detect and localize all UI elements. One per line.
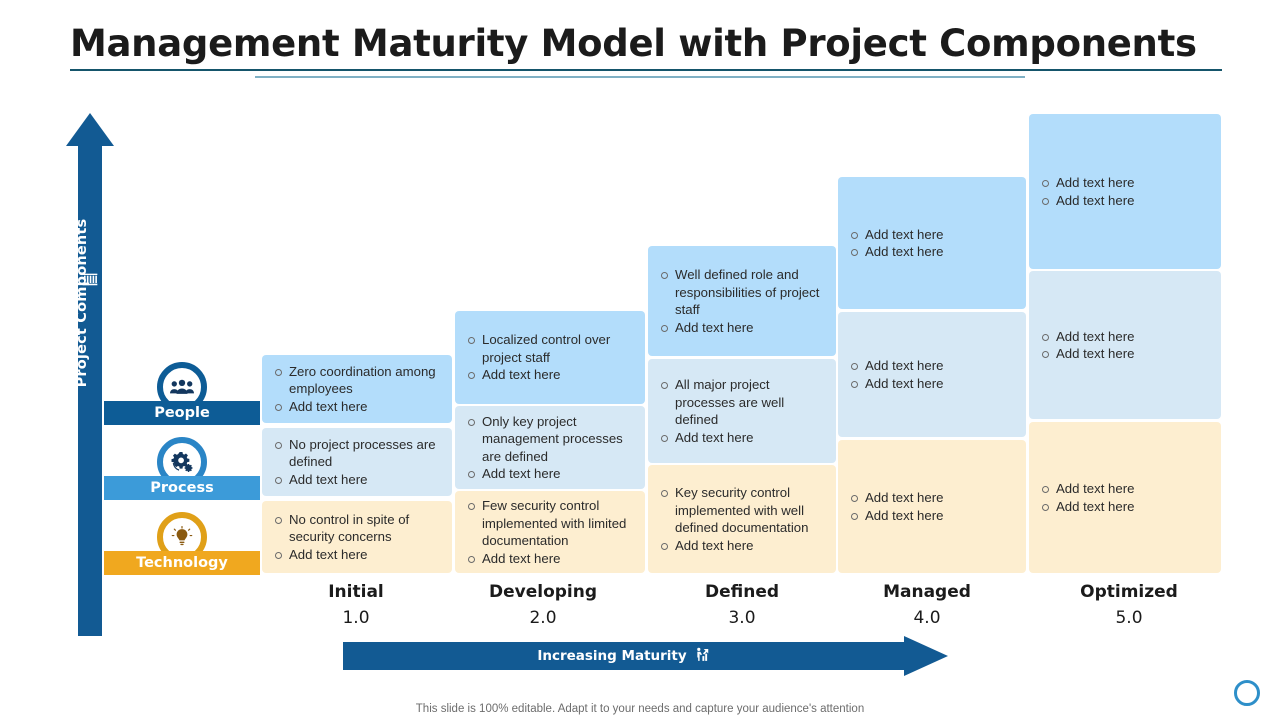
bullet-item: Add text here	[1041, 192, 1134, 210]
bullet-item: Zero coordination among employees	[274, 363, 442, 398]
stage-level: 4.0	[913, 608, 941, 628]
bullet-item: No project processes are defined	[274, 436, 442, 471]
bullet-list: Few security control implemented with li…	[467, 497, 635, 567]
bullet-item: Add text here	[850, 357, 943, 375]
bullet-item: Add text here	[660, 537, 826, 555]
bullet-list: Only key project management processes ar…	[467, 413, 635, 483]
brand-logo-icon	[1234, 680, 1260, 706]
stage-label-managed: Managed 4.0	[852, 582, 1002, 628]
header-rule-secondary	[255, 76, 1025, 78]
bullet-item: Add text here	[274, 398, 442, 416]
stage-level: 5.0	[1115, 608, 1143, 628]
stage-block-defined-process: All major project processes are well def…	[648, 359, 836, 463]
bullet-item: Add text here	[850, 507, 943, 525]
bullet-item: Add text here	[660, 429, 826, 447]
stage-label-optimized: Optimized 5.0	[1054, 582, 1204, 628]
maturity-arrow-bar	[343, 642, 904, 670]
stage-label-developing: Developing 2.0	[468, 582, 618, 628]
bullet-list: All major project processes are well def…	[660, 376, 826, 446]
bullet-item: Add text here	[467, 550, 635, 568]
bullet-list: Well defined role and responsibilities o…	[660, 266, 826, 336]
maturity-arrow-label-wrap: Increasing Maturity	[343, 642, 904, 670]
bullet-item: Key security control implemented with we…	[660, 484, 826, 537]
stage-level: 2.0	[529, 608, 557, 628]
maturity-arrow-label: Increasing Maturity	[537, 648, 687, 664]
bullet-item: Add text here	[1041, 480, 1134, 498]
vertical-axis-label: Project Components	[74, 218, 90, 388]
stage-name: Initial	[328, 582, 384, 602]
bullet-item: Add text here	[467, 366, 635, 384]
stage-name: Managed	[883, 582, 971, 602]
bullet-item: Add text here	[1041, 345, 1134, 363]
category-label-process: Process	[104, 476, 260, 500]
page-title: Management Maturity Model with Project C…	[70, 22, 1197, 65]
stage-block-developing-process: Only key project management processes ar…	[455, 406, 645, 489]
bullet-item: Add text here	[850, 375, 943, 393]
bullet-item: All major project processes are well def…	[660, 376, 826, 429]
stage-block-defined-people: Well defined role and responsibilities o…	[648, 246, 836, 356]
stage-name: Optimized	[1080, 582, 1178, 602]
bullet-item: Add text here	[850, 243, 943, 261]
bullet-item: Add text here	[1041, 328, 1134, 346]
bullet-item: Add text here	[850, 489, 943, 507]
stage-block-defined-tech: Key security control implemented with we…	[648, 465, 836, 573]
maturity-arrow-head	[904, 636, 948, 676]
stage-name: Defined	[704, 582, 780, 602]
growth-chart-icon	[694, 647, 710, 666]
category-label-technology: Technology	[104, 551, 260, 575]
bullet-list: No control in spite of security concerns…	[274, 511, 442, 564]
bullet-item: Well defined role and responsibilities o…	[660, 266, 826, 319]
stage-block-initial-tech: No control in spite of security concerns…	[262, 501, 452, 573]
bullet-item: Add text here	[274, 471, 442, 489]
bullet-item: Add text here	[850, 226, 943, 244]
bullet-item: Add text here	[660, 319, 826, 337]
vertical-arrow-head	[66, 113, 114, 146]
vertical-axis-arrow: Project Components	[66, 113, 114, 636]
bullet-item: No control in spite of security concerns	[274, 511, 442, 546]
bullet-item: Add text here	[1041, 498, 1134, 516]
bullet-item: Few security control implemented with li…	[467, 497, 635, 550]
stage-label-initial: Initial 1.0	[281, 582, 431, 628]
bullet-item: Localized control over project staff	[467, 331, 635, 366]
header-rule-primary	[70, 69, 1222, 71]
vertical-arrow-shaft	[78, 143, 102, 636]
bullet-list: Key security control implemented with we…	[660, 484, 826, 554]
bullet-item: Only key project management processes ar…	[467, 413, 635, 466]
building-icon	[81, 271, 99, 287]
bullet-item: Add text here	[274, 546, 442, 564]
bullet-item: Add text here	[467, 465, 635, 483]
category-label-people: People	[104, 401, 260, 425]
stage-block-developing-tech: Few security control implemented with li…	[455, 491, 645, 573]
bullet-item: Add text here	[1041, 174, 1134, 192]
stage-label-defined: Defined 3.0	[667, 582, 817, 628]
stage-level: 1.0	[342, 608, 370, 628]
footer-note: This slide is 100% editable. Adapt it to…	[415, 703, 865, 715]
stage-name: Developing	[488, 582, 598, 602]
stage-level: 3.0	[728, 608, 756, 628]
